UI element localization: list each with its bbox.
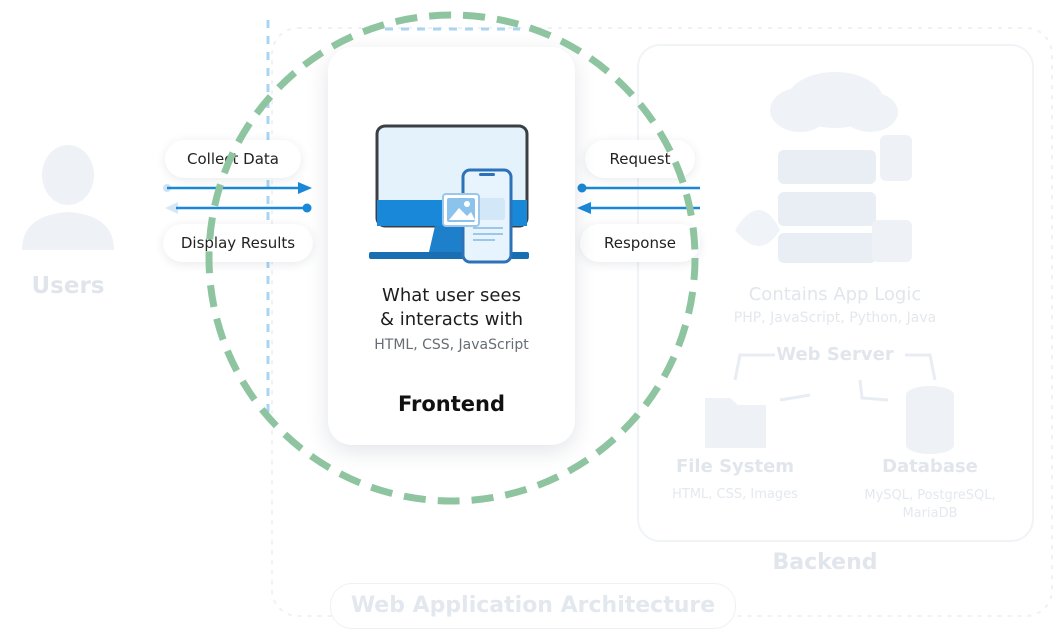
- display-results-arrow: [165, 202, 312, 214]
- file-system-tech: HTML, CSS, Images: [672, 487, 798, 502]
- app-logic-tech: PHP, JavaScript, Python, Java: [733, 310, 937, 326]
- collect-data-label: Collect Data: [187, 150, 279, 168]
- file-system-title: File System: [675, 456, 795, 477]
- request-pill: Request: [585, 140, 695, 178]
- frontend-tech: HTML, CSS, JavaScript: [374, 337, 529, 353]
- database-title: Database: [882, 456, 978, 477]
- collect-data-arrow: [163, 182, 312, 194]
- user-icon: [22, 145, 114, 250]
- web-server-arrows: [733, 353, 937, 402]
- web-server-label: Web Server: [776, 344, 894, 365]
- display-results-pill: Display Results: [163, 224, 313, 262]
- plant-icon: [735, 210, 780, 246]
- architecture-label: Web Application Architecture: [330, 583, 736, 629]
- request-label: Request: [609, 150, 671, 168]
- display-results-label: Display Results: [180, 234, 296, 252]
- users-label: Users: [31, 273, 105, 299]
- backend-label: Backend: [772, 550, 878, 575]
- cloud-icon: [770, 72, 898, 132]
- monitor-phone-icon: [369, 124, 529, 264]
- frontend-description: What user sees & interacts with: [380, 285, 523, 330]
- lock-icon: [872, 135, 912, 262]
- frontend-label: Frontend: [398, 392, 505, 416]
- server-icon: [778, 150, 876, 263]
- database-tech: MySQL, PostgreSQL, MariaDB: [864, 488, 996, 521]
- collect-data-pill: Collect Data: [165, 140, 301, 178]
- app-logic-title: Contains App Logic: [748, 284, 922, 305]
- folder-icon: [705, 398, 766, 448]
- database-icon: [906, 386, 954, 454]
- response-pill: Response: [580, 224, 700, 262]
- response-label: Response: [603, 234, 677, 252]
